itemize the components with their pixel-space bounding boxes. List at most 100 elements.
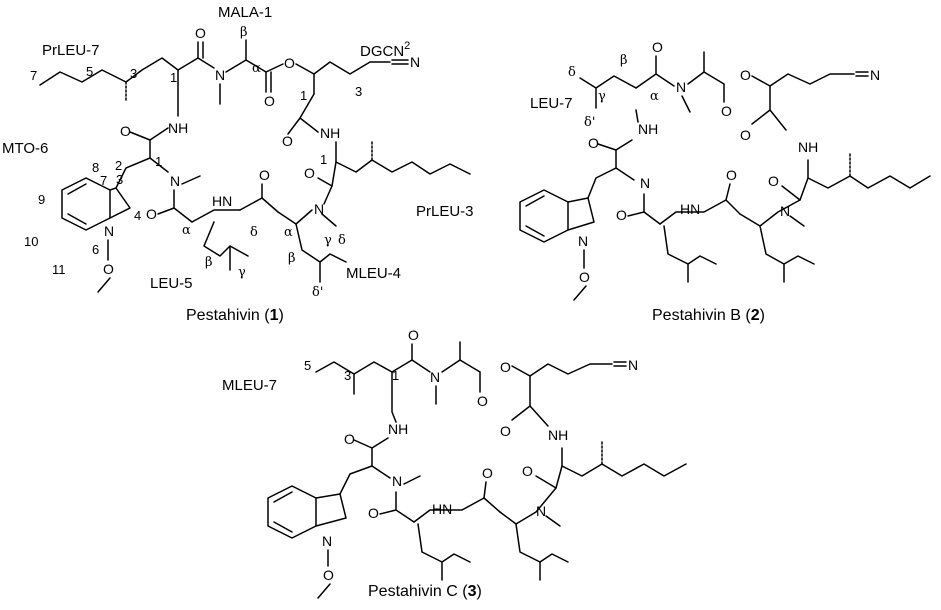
- caption-2: Pestahivin B (2): [652, 307, 765, 324]
- greek: γ: [324, 233, 332, 248]
- ring-bond: [635, 109, 639, 123]
- greek: β: [205, 255, 213, 270]
- num: 7: [100, 173, 107, 188]
- carbonyl: [353, 439, 373, 449]
- ring-bond: [173, 189, 193, 223]
- prleu3-chain: [561, 447, 687, 477]
- ring-bond: [177, 57, 215, 71]
- greek: δ': [584, 115, 595, 130]
- carbonyl: [129, 131, 151, 141]
- greek: α: [252, 61, 261, 76]
- trp-ch2: [587, 167, 617, 199]
- atom-nh: NH: [388, 421, 408, 437]
- caption-3: Pestahivin C (3): [368, 583, 482, 600]
- label-prleu-7: PrLEU-7: [42, 42, 100, 59]
- n-methyl: [681, 95, 691, 113]
- atom-nh: NH: [168, 120, 188, 136]
- num: 3: [130, 66, 137, 81]
- leu7-chain: [579, 77, 597, 109]
- atom-nh: NH: [320, 125, 340, 141]
- ring-bond: [769, 85, 787, 131]
- num: 1: [320, 152, 327, 167]
- indole-pyrrole: [567, 197, 595, 231]
- o-methyl: [573, 285, 587, 301]
- mleu4-chain: [515, 523, 569, 563]
- carbonyl: [627, 211, 645, 217]
- ring-bond: [413, 497, 501, 523]
- greek: α: [284, 225, 293, 240]
- label-mala-1: MALA-1: [218, 4, 272, 21]
- num: 3: [344, 368, 351, 383]
- carbonyl: [751, 109, 771, 125]
- atom-nh: NH: [548, 427, 568, 443]
- ring-bond: [265, 63, 284, 73]
- ring-bond: [739, 177, 809, 227]
- atom-n: N: [578, 233, 588, 249]
- indole-pyrrole: [315, 493, 347, 527]
- ring-bond: [441, 359, 481, 373]
- ring-bond: [529, 375, 549, 427]
- greek: α: [650, 89, 659, 104]
- atom-n: N: [640, 175, 650, 191]
- num: 9: [38, 192, 45, 207]
- pestahivin-1-structure: MALA-1 DGCN2 PrLEU-7 MTO-6 PrLEU-3 LEU-5…: [2, 4, 474, 324]
- atom-nh: NH: [798, 139, 818, 155]
- atom-o: O: [282, 133, 293, 149]
- label-mleu-7: MLEU-7: [222, 377, 277, 394]
- atom-hn: HN: [680, 201, 700, 217]
- indole-benzene: [267, 485, 317, 539]
- ring-bond: [277, 209, 313, 225]
- atom-o: O: [500, 359, 511, 375]
- n-methyl: [403, 475, 421, 485]
- atom-n: N: [536, 503, 546, 519]
- mleu4-chain: [759, 225, 815, 265]
- carbonyl: [317, 177, 333, 187]
- atom-n: N: [676, 79, 686, 95]
- leu7-chain: [595, 75, 637, 89]
- dgcn-chain: [511, 363, 613, 377]
- label-prleu-3: PrLEU-3: [416, 203, 474, 220]
- o-methyl: [97, 277, 111, 293]
- atom-o: O: [284, 55, 295, 71]
- n-methyl: [181, 175, 201, 185]
- atom-o: O: [740, 127, 751, 143]
- num: 10: [24, 234, 38, 249]
- greek: α: [182, 223, 191, 238]
- atom-o: O: [264, 93, 275, 109]
- atom-o: O: [304, 165, 315, 181]
- greek: β: [620, 53, 628, 68]
- ring-bond: [643, 193, 661, 225]
- num: 3: [355, 84, 362, 99]
- trp-ch2: [115, 157, 151, 189]
- greek: β: [240, 25, 248, 40]
- aromatic: [273, 521, 293, 533]
- num: 1: [300, 88, 307, 103]
- num: 4: [134, 208, 141, 223]
- atom-n: N: [170, 173, 180, 189]
- carbonyl: [535, 475, 557, 489]
- atom-n: N: [104, 223, 114, 239]
- num: 1: [392, 368, 399, 383]
- label-leu-7: LEU-7: [530, 95, 573, 112]
- atom-o: O: [120, 123, 131, 139]
- greek: β: [288, 251, 296, 266]
- atom-o: O: [146, 206, 157, 222]
- carbonyl: [597, 143, 617, 151]
- atom-o: O: [408, 327, 419, 343]
- atom-hn: HN: [432, 501, 452, 517]
- ring-bond: [391, 371, 397, 423]
- atom-o: O: [477, 393, 488, 409]
- aromatic: [525, 195, 545, 207]
- atom-n: N: [410, 54, 420, 70]
- carbonyl: [511, 405, 531, 421]
- atom-n: N: [392, 473, 402, 489]
- atom-n: N: [430, 369, 440, 385]
- ring-bond: [659, 199, 741, 225]
- atom-n: N: [322, 533, 332, 549]
- indole-benzene: [519, 189, 569, 243]
- num: 3: [116, 172, 123, 187]
- aromatic: [273, 491, 293, 503]
- greek: γ: [598, 89, 606, 104]
- label-mto-6: MTO-6: [2, 140, 48, 157]
